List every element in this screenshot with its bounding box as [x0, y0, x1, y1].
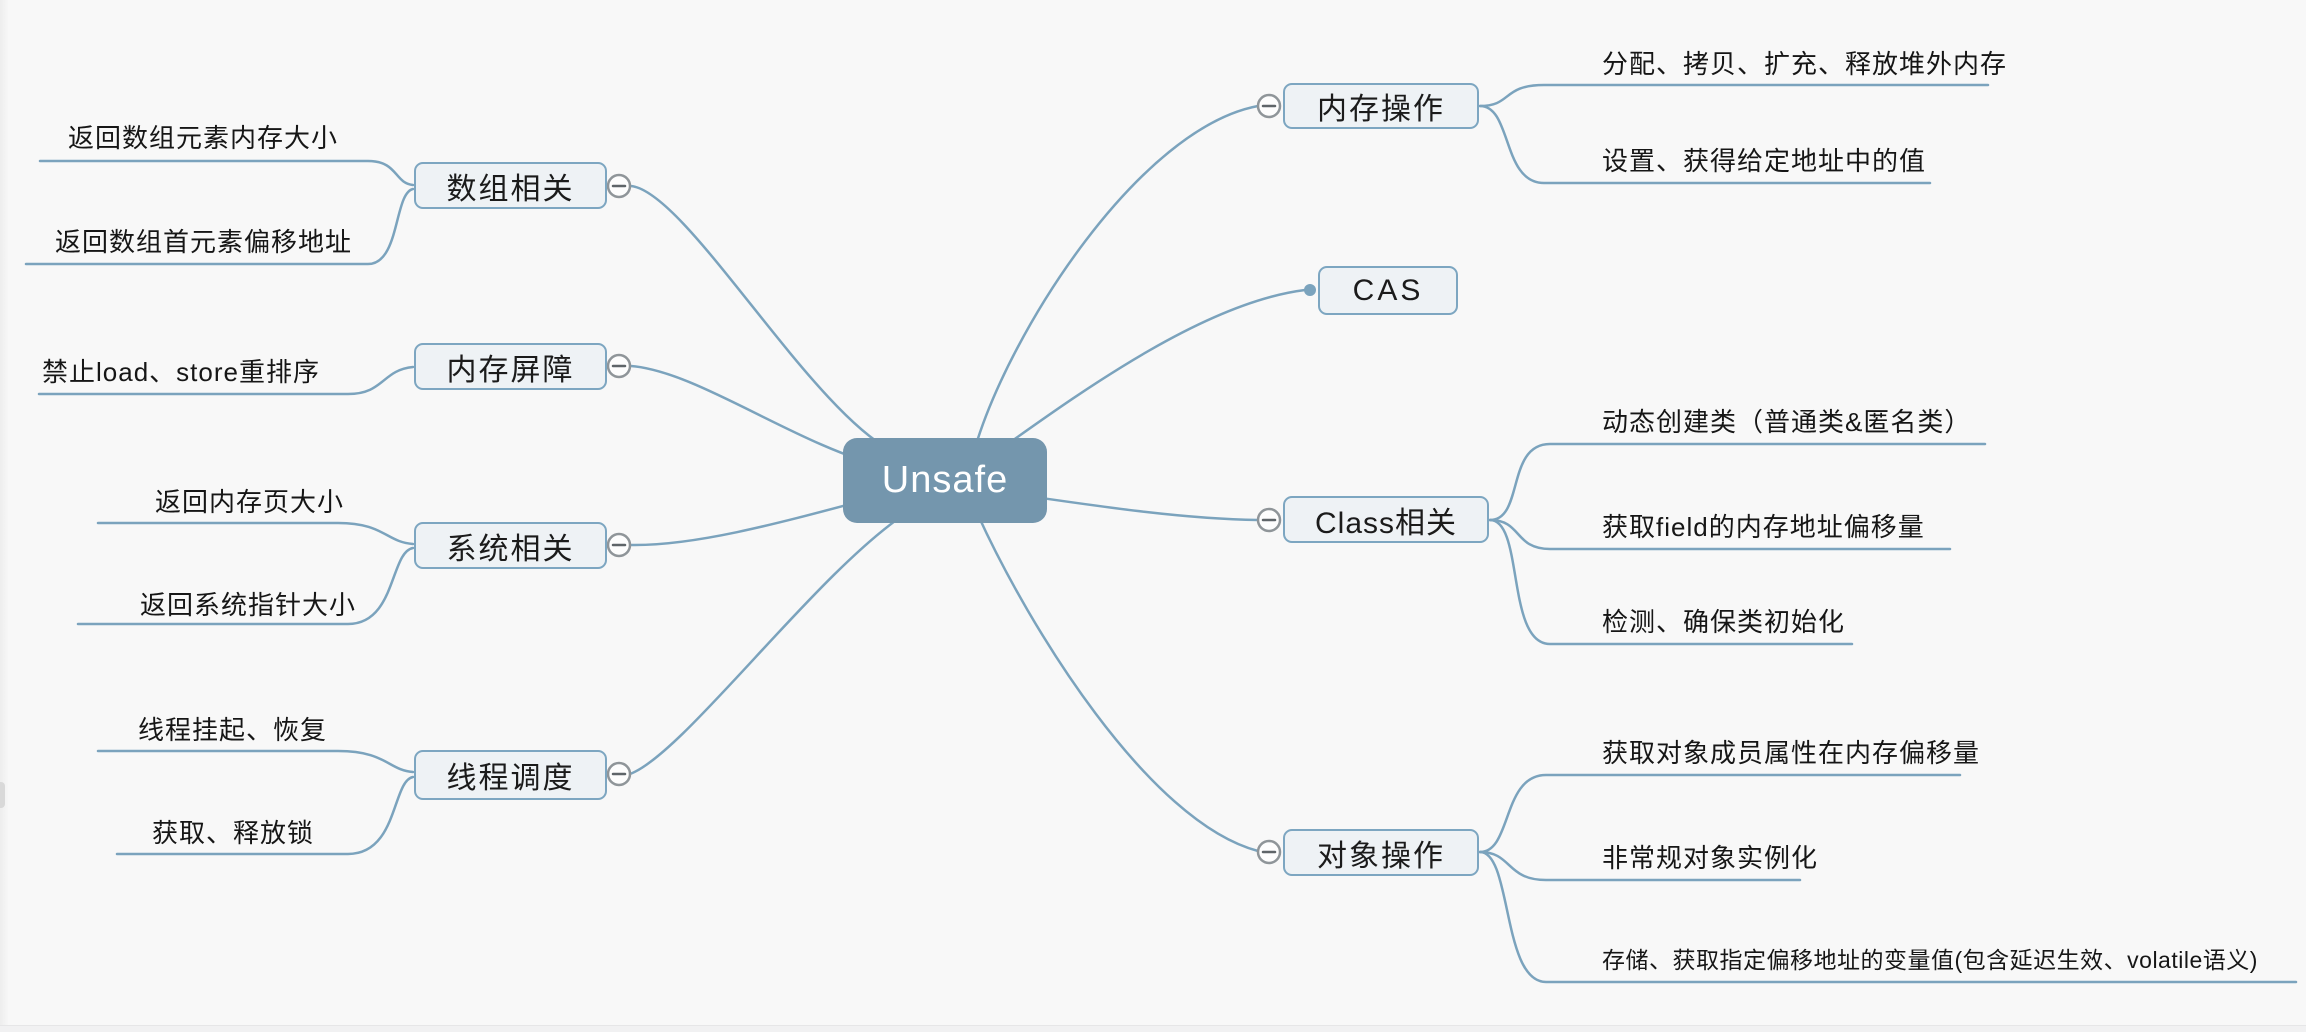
child-topic-membarrier-0[interactable]: 禁止load、store重排序 — [42, 357, 320, 387]
branch-node-cas-label: CAS — [1352, 273, 1424, 307]
collapse-button-system[interactable] — [606, 532, 632, 558]
branch-node-class[interactable]: Class相关 — [1283, 496, 1489, 543]
canvas-bottom-edge — [0, 1025, 2306, 1032]
root-topic-unsafe[interactable]: Unsafe — [843, 438, 1047, 523]
collapse-button-object[interactable] — [1256, 839, 1282, 865]
panel-collapse-tab[interactable] — [0, 782, 5, 808]
collapse-button-membarrier[interactable] — [606, 353, 632, 379]
branch-line-array — [629, 184, 902, 457]
branch-node-object[interactable]: 对象操作 — [1283, 829, 1479, 876]
child-line-array-0 — [38, 159, 415, 187]
branch-node-object-label: 对象操作 — [1317, 839, 1445, 873]
branch-line-cas — [986, 288, 1307, 460]
child-line-array-1 — [24, 187, 415, 266]
collapse-button-memory[interactable] — [1256, 93, 1282, 119]
child-topic-array-0[interactable]: 返回数组元素内存大小 — [68, 123, 339, 153]
child-line-system-0 — [96, 521, 415, 546]
branch-node-array[interactable]: 数组相关 — [414, 162, 607, 209]
child-line-class-1 — [1488, 518, 1952, 551]
child-line-memory-0 — [1478, 83, 1990, 108]
branch-line-object — [976, 513, 1260, 853]
child-line-membarrier-0 — [37, 365, 415, 396]
child-line-thread-1 — [115, 775, 415, 856]
cas-connection-dot — [1304, 284, 1316, 296]
branch-node-cas[interactable]: CAS — [1318, 266, 1458, 315]
root-topic-label: Unsafe — [881, 459, 1009, 501]
branch-node-array-label: 数组相关 — [446, 172, 575, 206]
child-line-class-0 — [1488, 442, 1987, 522]
child-topic-memory-0[interactable]: 分配、拷贝、扩充、释放堆外内存 — [1602, 49, 2008, 79]
branch-node-system[interactable]: 系统相关 — [414, 522, 607, 569]
child-line-object-0 — [1478, 773, 1962, 854]
child-topic-memory-1[interactable]: 设置、获得给定地址中的值 — [1602, 146, 1927, 176]
child-line-system-1 — [76, 546, 415, 626]
child-topic-class-0[interactable]: 动态创建类（普通类&匿名类） — [1602, 407, 1972, 437]
branch-line-thread — [628, 510, 910, 776]
child-line-thread-0 — [96, 749, 415, 774]
branch-node-class-label: Class相关 — [1314, 506, 1457, 540]
branch-node-memory-label: 内存操作 — [1317, 93, 1445, 126]
collapse-button-class[interactable] — [1256, 507, 1282, 533]
branch-node-membarrier-label: 内存屏障 — [446, 353, 575, 387]
child-line-object-2 — [1478, 850, 2298, 984]
child-line-class-2 — [1488, 518, 1854, 646]
child-line-object-1 — [1478, 850, 1802, 882]
branch-node-thread-label: 线程调度 — [446, 762, 575, 795]
child-topic-class-1[interactable]: 获取field的内存地址偏移量 — [1602, 512, 1925, 542]
child-topic-thread-0[interactable]: 线程挂起、恢复 — [138, 715, 328, 745]
branch-node-system-label: 系统相关 — [446, 532, 575, 566]
branch-node-memory[interactable]: 内存操作 — [1283, 83, 1479, 129]
child-topic-object-0[interactable]: 获取对象成员属性在内存偏移量 — [1602, 738, 1981, 768]
child-topic-array-1[interactable]: 返回数组首元素偏移地址 — [55, 227, 353, 257]
child-topic-system-0[interactable]: 返回内存页大小 — [155, 487, 345, 517]
child-topic-object-2[interactable]: 存储、获取指定偏移地址的变量值(包含延迟生效、volatile语义) — [1602, 947, 2258, 973]
child-topic-class-2[interactable]: 检测、确保类初始化 — [1602, 607, 1846, 637]
child-topic-thread-1[interactable]: 获取、释放锁 — [152, 818, 315, 848]
collapse-button-array[interactable] — [606, 173, 632, 199]
child-topic-system-1[interactable]: 返回系统指针大小 — [140, 590, 357, 620]
child-topic-object-1[interactable]: 非常规对象实例化 — [1602, 843, 1819, 873]
collapse-button-thread[interactable] — [606, 761, 632, 787]
branch-line-memory — [973, 104, 1260, 450]
canvas-left-edge-shade — [0, 0, 9, 1032]
branch-node-membarrier[interactable]: 内存屏障 — [414, 343, 607, 390]
child-line-memory-1 — [1478, 104, 1932, 185]
branch-node-thread[interactable]: 线程调度 — [414, 750, 607, 800]
